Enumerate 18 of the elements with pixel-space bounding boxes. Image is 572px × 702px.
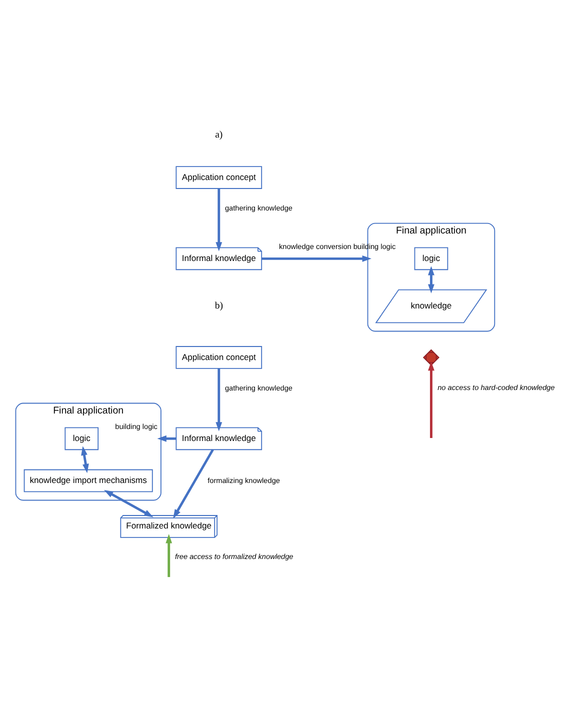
node-box: Application concept [176, 346, 262, 369]
arrow [216, 368, 222, 432]
arrow [428, 362, 434, 438]
node-box: logic [414, 247, 448, 270]
arrow [157, 435, 176, 442]
node-cross [422, 349, 440, 366]
arrow [81, 446, 89, 474]
label: a) [215, 130, 223, 141]
label: b) [214, 300, 223, 312]
node-box: Application concept [176, 166, 262, 189]
arrow [428, 266, 434, 294]
node-box: knowledge import mechanisms [24, 469, 153, 492]
arrow [104, 490, 154, 518]
node-box: logic [64, 427, 99, 450]
arrow [262, 255, 372, 262]
arrow [173, 449, 214, 519]
arrow [166, 534, 172, 578]
arrow [216, 188, 222, 252]
